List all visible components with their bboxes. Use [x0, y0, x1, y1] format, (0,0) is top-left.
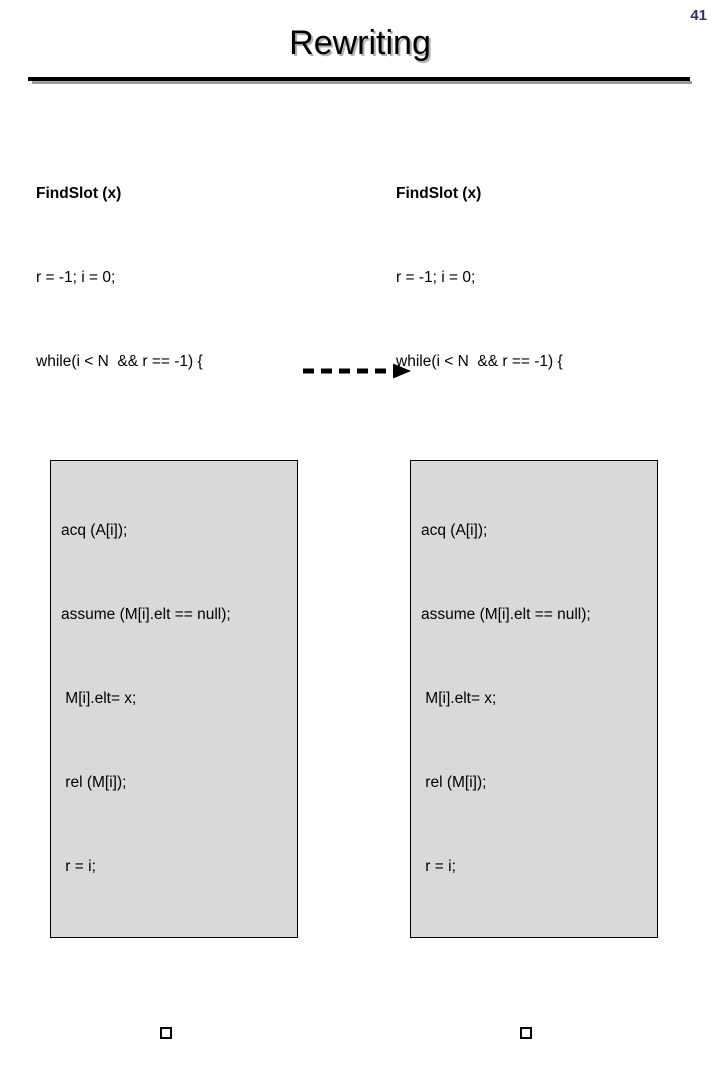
page-title: Rewriting [289, 24, 431, 62]
code-line-init: r = -1; i = 0; [396, 269, 476, 286]
code-line-signature: FindSlot (x) [36, 185, 122, 202]
left-operator-row [36, 1022, 366, 1056]
box-operator-icon [520, 1027, 532, 1039]
right-program-column: FindSlot (x) r = -1; i = 0; while(i < N … [396, 96, 720, 1080]
code-line-assign-r: r = i; [61, 858, 96, 875]
code-line-assign-r: r = i; [421, 858, 456, 875]
code-line-signature: FindSlot (x) [396, 185, 482, 202]
code-line-rel: rel (M[i]); [421, 774, 487, 791]
code-line-assume: assume (M[i].elt == null); [421, 606, 591, 623]
code-line-acq: acq (A[i]); [61, 522, 128, 539]
box-operator-icon [160, 1027, 172, 1039]
title-rule [28, 77, 690, 81]
code-line-rel: rel (M[i]); [61, 774, 127, 791]
left-box-one: acq (A[i]); assume (M[i].elt == null); M… [50, 460, 298, 938]
code-line-while: while(i < N && r == -1) { [396, 353, 563, 370]
code-line-while: while(i < N && r == -1) { [36, 353, 203, 370]
code-line-init: r = -1; i = 0; [36, 269, 116, 286]
code-line-acq: acq (A[i]); [421, 522, 488, 539]
code-line-assume: assume (M[i].elt == null); [61, 606, 231, 623]
right-box-one: acq (A[i]); assume (M[i].elt == null); M… [410, 460, 658, 938]
code-line-assign-elt: M[i].elt= x; [61, 690, 137, 707]
right-operator-row [396, 1022, 720, 1056]
title-rule-shadow [32, 81, 692, 84]
code-line-assign-elt: M[i].elt= x; [421, 690, 497, 707]
left-program-column: FindSlot (x) r = -1; i = 0; while(i < N … [36, 96, 366, 1080]
rewrite-arrow-icon [303, 363, 411, 379]
slide-number: 41 [690, 7, 707, 24]
